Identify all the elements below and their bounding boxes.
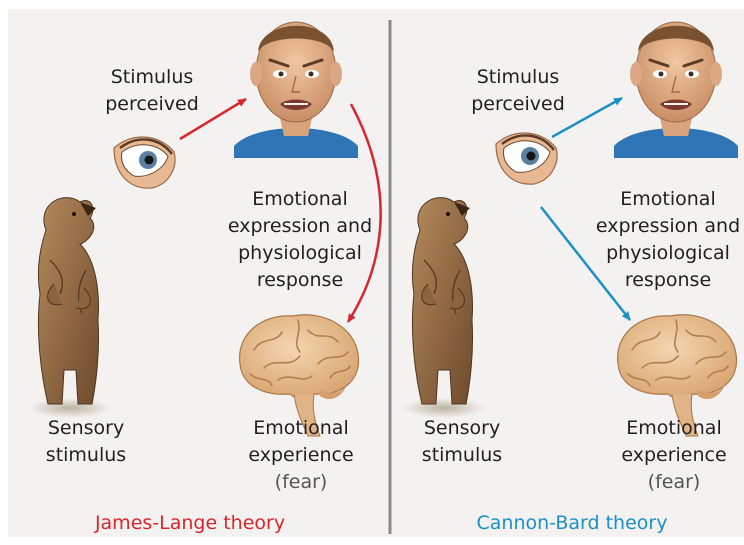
sensory-stimulus-label: Sensory stimulus — [402, 415, 522, 469]
sensory-stimulus-label: Sensory stimulus — [26, 415, 146, 469]
james-lange-theory-title: James-Lange theory — [70, 510, 310, 536]
stimulus-perceived-label: Stimulus perceived — [448, 64, 588, 118]
cannon-bard-theory-title: Cannon-Bard theory — [452, 510, 692, 536]
emotional-expression-label: Emotional expression and physiological r… — [592, 186, 744, 294]
stimulus-perceived-label: Stimulus perceived — [82, 64, 222, 118]
emotional-experience-label: Emotional experience (fear) — [608, 415, 740, 496]
emotional-expression-label: Emotional expression and physiological r… — [224, 186, 376, 294]
emotional-experience-label: Emotional experience (fear) — [236, 415, 366, 496]
